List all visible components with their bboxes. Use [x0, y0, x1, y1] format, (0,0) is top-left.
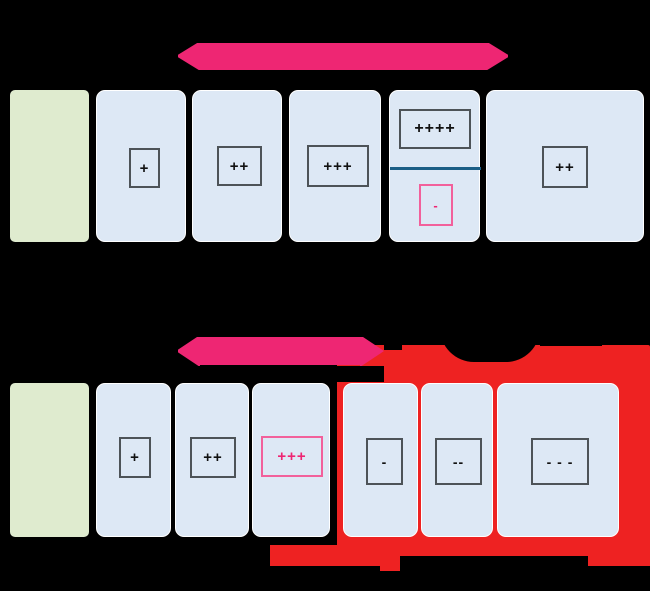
top-card-plus-1[interactable]: + — [96, 90, 186, 242]
top-card-plus-2-end[interactable]: ++ — [486, 90, 644, 242]
redacted-bottom-footer-left — [0, 539, 270, 591]
symbol-box-plus-1: + — [129, 148, 160, 188]
symbol-box-plus-4: ++++ — [399, 109, 471, 149]
redacted-bottom-arrow-label-2 — [176, 366, 384, 382]
redacted-bottom-footer-label — [400, 556, 588, 591]
top-card-plus-4-minus-1[interactable]: ++++ - — [389, 90, 481, 242]
redacted-bottom-footer-right — [586, 566, 650, 591]
bottom-card-plus-2[interactable]: ++ — [175, 383, 249, 537]
bottom-card-baseline[interactable] — [10, 383, 89, 537]
bottom-card-minus-1[interactable]: - — [343, 383, 418, 537]
redacted-top-arrow-label-2 — [176, 70, 510, 88]
symbol-box-minus-1: - — [419, 184, 453, 226]
symbol-box-plus-3: +++ — [307, 145, 369, 187]
bottom-card-plus-1[interactable]: + — [96, 383, 171, 537]
redacted-bottom-left-gap — [0, 300, 178, 382]
bottom-card-minus-3[interactable]: - - - — [497, 383, 619, 537]
bottom-card-row: + ++ +++ - -- - - - — [0, 383, 650, 539]
redacted-top-left-gap — [0, 0, 178, 88]
redacted-top-arrow-label — [176, 33, 510, 43]
redacted-band-notch-right — [540, 328, 602, 346]
symbol-box-plus-2-end: ++ — [542, 146, 588, 188]
top-pink-double-arrow — [176, 33, 510, 79]
top-card-plus-2[interactable]: ++ — [192, 90, 282, 242]
top-card-plus-3[interactable]: +++ — [289, 90, 381, 242]
bottom-card-minus-2[interactable]: -- — [421, 383, 493, 537]
symbol-box-plus-3: +++ — [261, 436, 323, 477]
redacted-band-notch-mid — [440, 328, 540, 362]
redacted-band-notch-far-right — [596, 328, 628, 338]
symbol-box-minus-1: - — [366, 438, 403, 485]
redacted-top-right-gap — [508, 0, 650, 88]
redacted-bottom-arrow-label — [176, 328, 384, 337]
symbol-box-plus-1: + — [119, 437, 151, 478]
top-card-row: + ++ +++ ++++ - ++ — [0, 90, 650, 244]
symbol-box-plus-2: ++ — [217, 146, 262, 186]
symbol-box-minus-3: - - - — [531, 438, 589, 485]
top-card-baseline[interactable] — [10, 90, 89, 242]
bottom-card-plus-3[interactable]: +++ — [252, 383, 330, 537]
bottom-pink-double-arrow — [176, 328, 384, 374]
card-internal-divider — [390, 167, 481, 170]
redacted-band-notch-left — [384, 328, 402, 350]
symbol-box-minus-2: -- — [435, 438, 482, 485]
symbol-box-plus-2: ++ — [190, 437, 236, 478]
redacted-bottom-footer-center — [268, 566, 380, 591]
